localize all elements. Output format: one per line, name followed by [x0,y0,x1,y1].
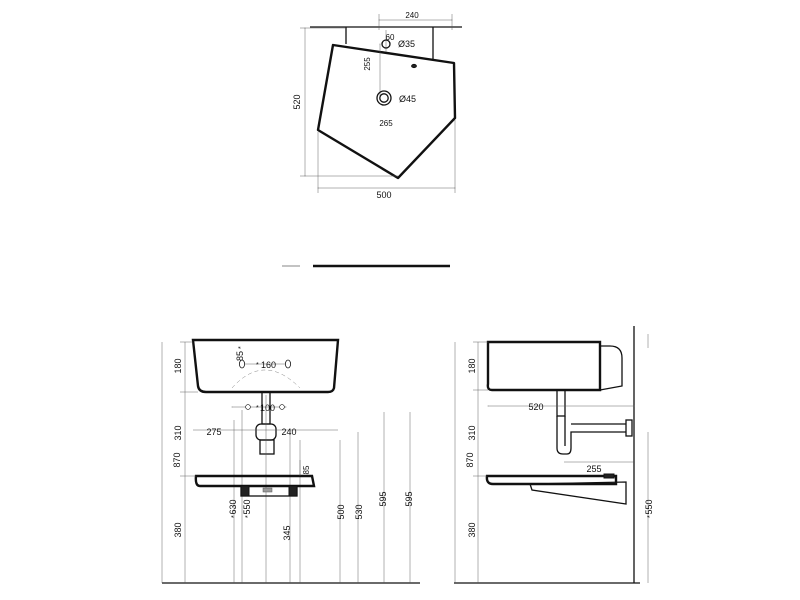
dim-label-380: 380 [173,522,183,537]
shelf-side [485,474,618,486]
dim-label-550: 550 [242,499,252,514]
bracket-end-left [240,485,250,497]
ref-mark-100: * [256,405,259,412]
siphon-lower [259,439,275,455]
dim-label-255: 255 [363,57,372,71]
bowl-hidden-line [231,369,301,389]
front-view: * 160 * 85 * 100 275 240 85 [161,338,420,584]
basin-front [191,338,340,394]
dim-label-160: 160 [261,360,276,370]
wall-flange [625,419,633,437]
dim-label-85: 85 [235,351,245,361]
ref-mark-160: * [256,362,259,369]
dim-label-310: 310 [467,425,477,440]
ref-mark-630: * [231,515,238,518]
ref-mark-550: * [647,515,654,518]
side-view: 520 255 * 550 870 180 310 380 [454,326,654,584]
dim-label-520: 520 [292,94,302,109]
drain-inner [379,93,389,103]
ref-mark-550: * [245,515,252,518]
tap-hole [381,39,391,49]
siphon-mark-right [279,404,285,410]
bracket-end-right [288,485,298,497]
side-drain-pipe [556,389,566,417]
dim-label-310: 310 [173,425,183,440]
dim-label-180: 180 [467,358,477,373]
drain-label: Ø45 [399,94,416,104]
dim-label-500: 500 [376,190,391,200]
dim-label-100: 100 [260,403,275,413]
dim-label-630: 630 [228,499,238,514]
dim-label-550: 550 [644,499,654,514]
basin-back-bracket [599,345,623,391]
dim-label-255: 255 [586,464,601,474]
dim-label-60: 60 [386,33,395,42]
dim-label-870: 870 [465,452,475,467]
tap-hole-label: Ø35 [398,39,415,49]
ref-mark-85: * [238,346,245,349]
dim-label-180: 180 [173,358,183,373]
fixing-hole-right [284,359,291,369]
dim-label-595-b: 595 [404,491,414,506]
basin-outline [316,43,457,180]
shelf-front [194,474,316,488]
bracket-label-plate [262,487,273,493]
dim-label-240: 240 [281,427,296,437]
dim-label-275: 275 [206,427,221,437]
dim-label-520: 520 [528,402,543,412]
drain-outer [376,90,392,106]
top-view: 240 60 Ø35 255 Ø45 265 520 500 [292,11,462,200]
basin-side [486,340,602,392]
dim-label-85-shelf: 85 [302,465,311,474]
dim-label-380: 380 [467,522,477,537]
dim-label-595-a: 595 [378,491,388,506]
dim-label-500: 500 [336,504,346,519]
dim-label-530: 530 [354,504,364,519]
dim-label-345: 345 [282,525,292,540]
side-siphon-inner [564,416,626,446]
shelf-clip [603,473,615,479]
dim-label-240: 240 [405,11,419,20]
overflow-hole [411,63,417,69]
siphon-mark-left [245,404,251,410]
side-siphon [556,416,626,455]
dim-label-870: 870 [172,452,182,467]
dim-label-265: 265 [379,119,393,128]
shelf-bracket-side [529,481,627,505]
